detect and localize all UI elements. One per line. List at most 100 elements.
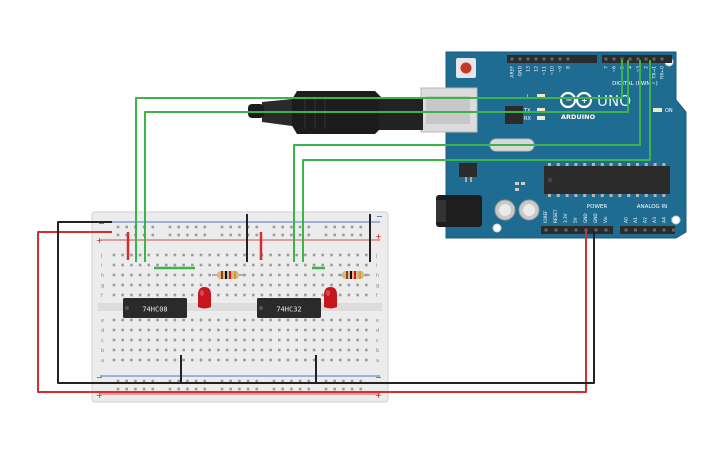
led-highlight-right (326, 290, 330, 296)
breadboard-hole (234, 253, 238, 257)
analog-pin-label: A3 (652, 217, 658, 223)
breadboard-hole (182, 293, 185, 297)
breadboard-hole (365, 253, 368, 257)
rail-hole (151, 387, 155, 391)
usb-chip (505, 106, 523, 124)
ic-pin (609, 163, 613, 166)
breadboard-hole (251, 318, 255, 322)
top-pin-label: ~11 (542, 66, 548, 76)
breadboard-hole (304, 338, 307, 342)
breadboard-hole (199, 283, 203, 287)
rail-hole (350, 233, 354, 237)
breadboard-hole (164, 318, 168, 322)
resistor-left (212, 271, 245, 279)
breadboard-hole (260, 318, 264, 322)
breadboard-hole (251, 338, 255, 342)
rail-hole (238, 379, 241, 383)
breadboard-hole (330, 338, 333, 342)
breadboard-hole (147, 328, 151, 332)
breadboard-hole (365, 338, 368, 342)
power-pin-label: RESET (553, 209, 558, 223)
breadboard-hole (312, 253, 316, 257)
rail-hole (194, 387, 198, 391)
breadboard-hole (312, 263, 316, 267)
top-pin-label: 13 (526, 66, 532, 72)
chip-label-left: 74HC08 (142, 306, 167, 314)
ic-pin (556, 194, 560, 197)
led-on-label: ON (665, 108, 673, 114)
breadboard-hole (243, 328, 246, 332)
breadboard-hole (243, 253, 246, 257)
breadboard-hole (217, 318, 220, 322)
breadboard-hole (304, 253, 307, 257)
breadboard-hole (121, 318, 124, 322)
breadboard-hole (208, 358, 211, 362)
breadboard-hole (130, 318, 133, 322)
row-letter: i (101, 263, 102, 269)
breadboard-hole (225, 283, 229, 287)
breadboard-hole (138, 338, 142, 342)
breadboard-hole (147, 358, 151, 362)
breadboard-hole (312, 283, 316, 287)
breadboard-hole (138, 318, 142, 322)
breadboard-hole (251, 293, 255, 297)
breadboard-hole (260, 283, 264, 287)
breadboard-hole (304, 318, 307, 322)
breadboard-hole (234, 338, 238, 342)
logo-plus: + (581, 96, 588, 105)
breadboard-hole (312, 293, 316, 297)
breadboard-hole (225, 328, 229, 332)
header-pin (554, 228, 558, 232)
rail-hole (116, 387, 120, 391)
breadboard-hole (147, 263, 151, 267)
header-pin (544, 228, 548, 232)
breadboard-hole (243, 293, 246, 297)
rail-hole (255, 225, 259, 229)
rail-hole (229, 379, 232, 383)
breadboard-hole (234, 318, 238, 322)
reset-button-cap[interactable] (460, 62, 472, 74)
breadboard-hole (295, 338, 298, 342)
breadboard-hole (260, 328, 264, 332)
breadboard-hole (278, 348, 281, 352)
rail-hole (116, 233, 120, 237)
breadboard-hole (138, 253, 142, 257)
breadboard-hole (347, 348, 351, 352)
breadboard-hole (269, 358, 272, 362)
row-letter: b (376, 348, 379, 354)
breadboard-hole (217, 328, 220, 332)
breadboard-hole (356, 318, 359, 322)
breadboard-hole (278, 318, 281, 322)
breadboard-hole (112, 358, 116, 362)
breadboard-hole (338, 358, 342, 362)
breadboard-hole (338, 253, 342, 257)
breadboard-hole (208, 318, 211, 322)
ic-pin (636, 163, 639, 166)
rail-hole (125, 233, 128, 237)
top-pin-label: 8 (566, 66, 572, 69)
breadboard-hole (164, 338, 168, 342)
rail-hole (290, 379, 293, 383)
breadboard-hole (286, 283, 290, 287)
rail-hole (290, 387, 293, 391)
rail-hole (168, 225, 172, 229)
breadboard-hole (130, 253, 133, 257)
breadboard-hole (365, 328, 368, 332)
rail-hole (255, 379, 259, 383)
row-letter: h (376, 273, 379, 279)
rail-hole (324, 233, 328, 237)
breadboard-hole (234, 283, 238, 287)
ic-pin (662, 194, 666, 197)
header-pin (620, 57, 624, 61)
breadboard-hole (278, 263, 281, 267)
rail-hole (359, 387, 363, 391)
breadboard-hole (191, 358, 194, 362)
rail-hole (203, 225, 207, 229)
breadboard-hole (173, 283, 177, 287)
breadboard-hole (365, 318, 368, 322)
header-pin (644, 57, 648, 61)
breadboard-hole (286, 273, 290, 277)
header-pin (628, 57, 632, 61)
breadboard-hole (338, 338, 342, 342)
breadboard-hole (286, 263, 290, 267)
